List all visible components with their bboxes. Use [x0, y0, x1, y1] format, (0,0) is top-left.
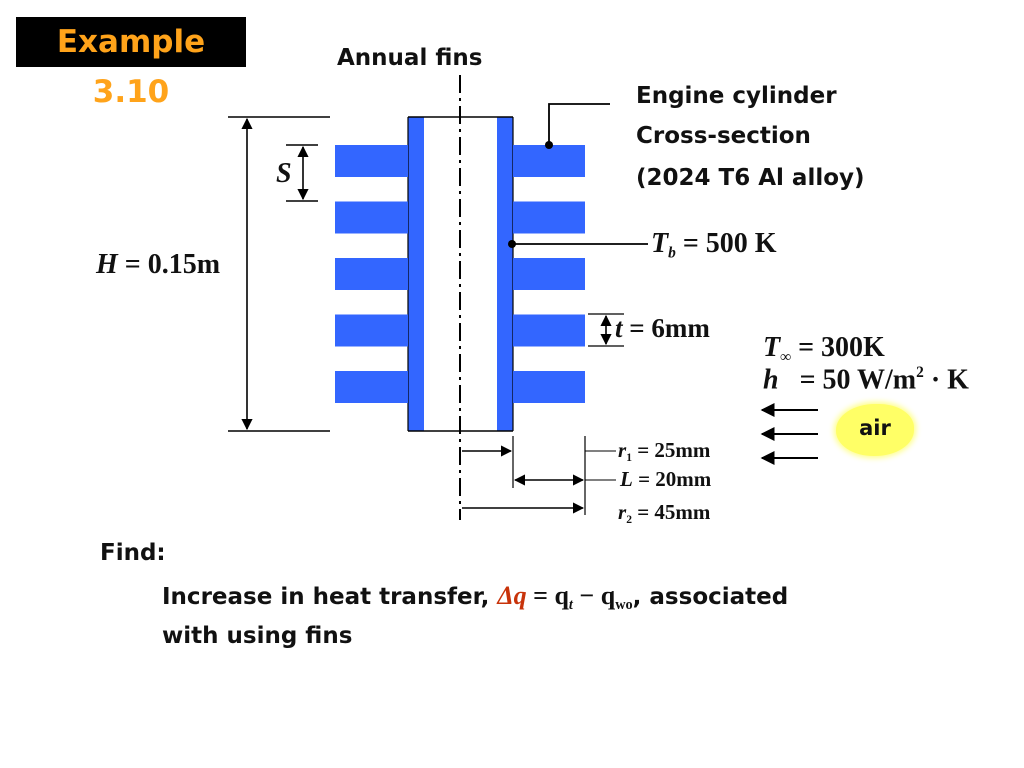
- fin-right-2: [513, 201, 585, 234]
- r1-label: r1 = 25mm: [618, 438, 711, 465]
- cylinder-leader-dot: [545, 141, 553, 149]
- l-label: L = 20mm: [620, 467, 712, 491]
- fin-right-5: [513, 371, 585, 403]
- cross-section-label: Cross-section: [636, 123, 811, 149]
- h-label: H = 0.15m: [96, 249, 221, 280]
- fin-left-3: [335, 258, 408, 290]
- cylinder-leader: [548, 103, 610, 145]
- delta-q: Δq: [497, 581, 527, 610]
- s-label: S: [276, 158, 292, 189]
- h-coefficient-label: h = 50 W/m2 · K: [763, 364, 969, 396]
- fin-right-3: [513, 258, 585, 290]
- engine-cylinder-label: Engine cylinder: [636, 83, 837, 109]
- annual-fins-label: Annual fins: [337, 45, 483, 71]
- example-title: Example 3.10: [16, 17, 246, 110]
- material-label: (2024 T6 Al alloy): [636, 165, 865, 191]
- fin-left-4: [335, 314, 408, 347]
- fin-left-5: [335, 371, 408, 403]
- find-statement-line2: with using fins: [162, 623, 353, 649]
- find-statement: Increase in heat transfer, Δq = qt − qwo…: [162, 581, 789, 613]
- fins-left: [335, 145, 408, 403]
- air-label: air: [859, 416, 891, 440]
- cylinder-wall-right: [497, 117, 513, 431]
- fin-left-2: [335, 201, 408, 234]
- fin-left-1: [335, 145, 408, 177]
- tb-label: Tb = 500 K: [651, 228, 777, 262]
- fin-right-1: [513, 145, 585, 177]
- tb-leader-dot: [508, 240, 516, 248]
- find-label: Find:: [100, 540, 166, 566]
- tinf-label: T∞ = 300K: [763, 332, 885, 366]
- t-label: t = 6mm: [615, 313, 710, 343]
- r2-label: r2 = 45mm: [618, 500, 711, 527]
- fins-right: [513, 145, 585, 403]
- fin-right-4: [513, 314, 585, 347]
- air-highlight: [836, 404, 914, 456]
- cylinder-wall-left: [408, 117, 424, 431]
